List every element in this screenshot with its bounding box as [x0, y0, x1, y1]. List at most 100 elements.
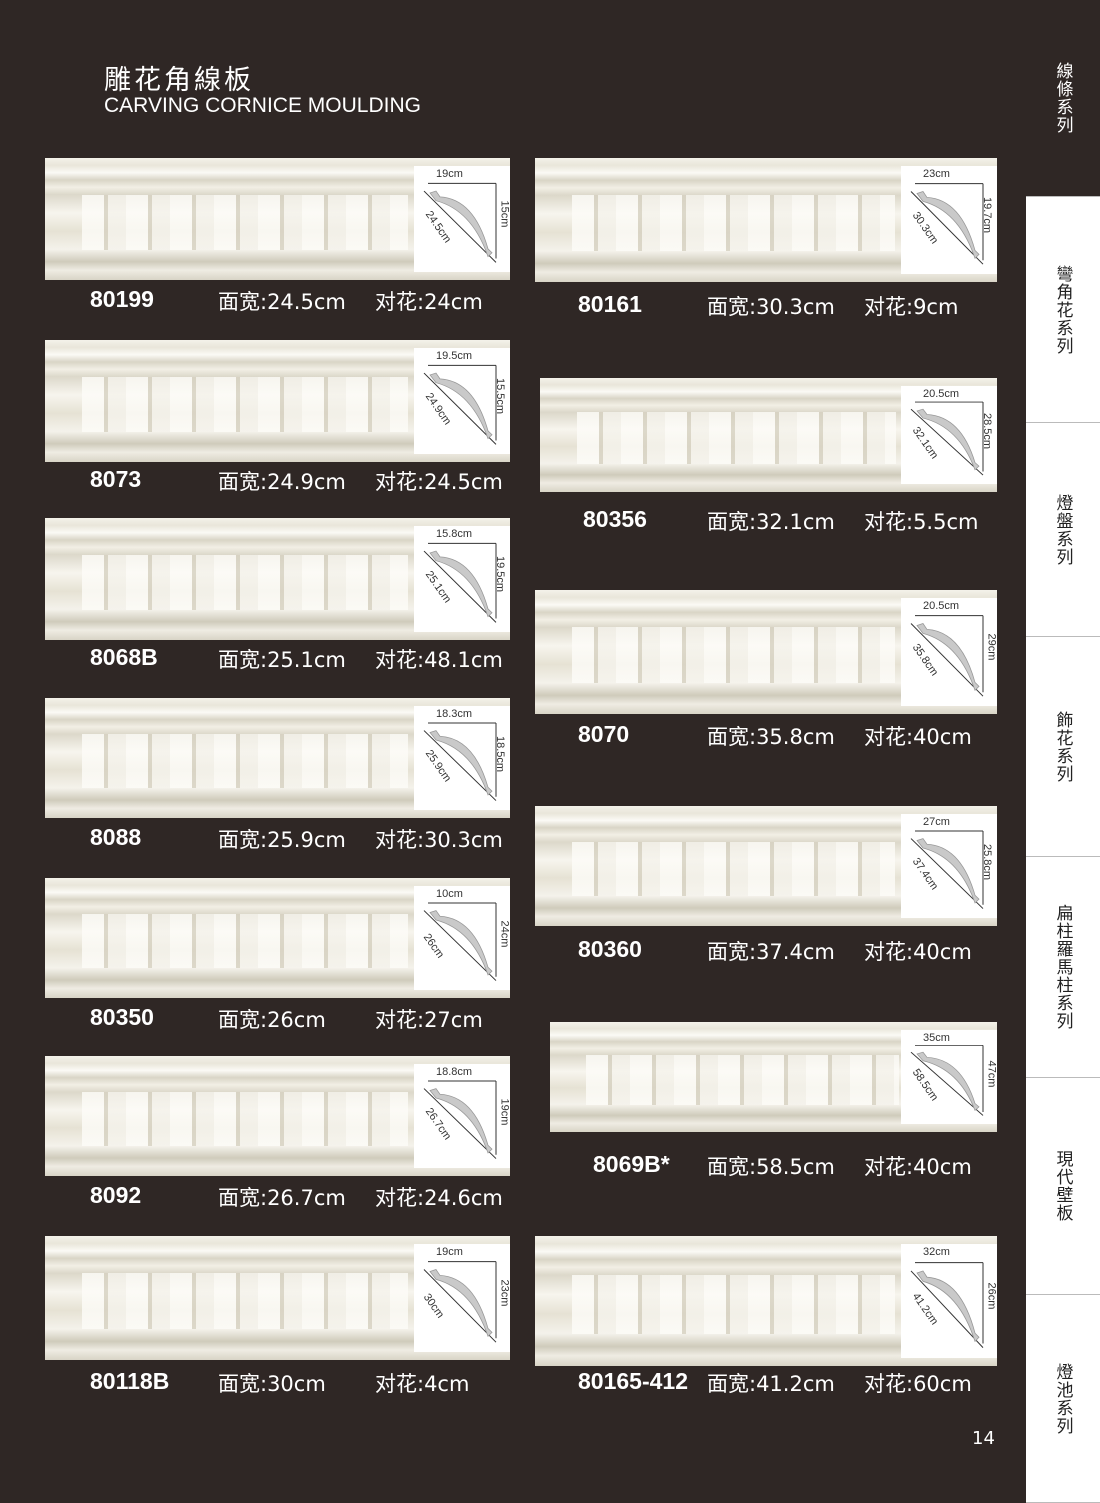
profile-height: 18.5cm	[493, 735, 506, 772]
product-card: 32cm 26cm 41.2cm 80165-412 面宽:41.2cm 对花:…	[535, 1236, 998, 1412]
profile-diagram: 20.5cm 29cm 35.8cm	[901, 598, 998, 706]
sidebar-tab-label: 燈池系列	[1052, 1362, 1073, 1435]
profile-drawing	[423, 364, 497, 445]
product-code: 8088	[90, 824, 142, 850]
profile-height: 15.5cm	[493, 378, 506, 415]
profile-height: 25.8cm	[980, 843, 993, 880]
pattern-repeat-label: 对花:5.5cm	[864, 510, 979, 534]
profile-width: 15.8cm	[436, 528, 473, 540]
product-card: 15.8cm 19.5cm 25.1cm 8068B 面宽:25.1cm 对花:…	[45, 518, 510, 688]
ornament-pattern	[82, 1092, 408, 1146]
profile-width: 20.5cm	[923, 600, 960, 612]
moulding-photo: 18.3cm 18.5cm 25.9cm	[45, 698, 510, 818]
sidebar-tab-label: 彎角花系列	[1052, 264, 1073, 355]
profile-diagram: 19cm 15cm 24.5cm	[414, 166, 511, 272]
profile-width: 18.8cm	[436, 1066, 473, 1078]
profile-height: 19.7cm	[980, 197, 993, 234]
product-code: 8069B*	[593, 1151, 670, 1177]
sidebar-tab[interactable]: 線條系列	[1026, 0, 1100, 197]
profile-height: 19.5cm	[493, 556, 506, 593]
profile-drawing	[910, 615, 984, 697]
moulding-photo: 23cm 19.7cm 30.3cm	[535, 158, 997, 282]
sidebar-tab[interactable]: 彎角花系列	[1026, 197, 1100, 423]
profile-height: 24cm	[498, 920, 511, 948]
moulding-photo: 19cm 23cm 30cm	[45, 1236, 511, 1360]
product-card: 35cm 47cm 58.5cm 8069B* 面宽:58.5cm 对花:40c…	[550, 1022, 998, 1195]
profile-height: 15cm	[498, 200, 511, 228]
moulding-photo: 19.5cm 15.5cm 24.9cm	[45, 340, 510, 462]
profile-height: 28.5cm	[980, 413, 993, 450]
sidebar-tab-label: 燈盤系列	[1052, 493, 1073, 566]
profile-height: 26cm	[985, 1282, 998, 1310]
sidebar-tab[interactable]: 扁柱羅馬柱系列	[1026, 857, 1100, 1078]
product-code: 8070	[578, 721, 630, 747]
face-width-label: 面宽:25.1cm	[218, 648, 346, 672]
profile-width: 19cm	[436, 168, 463, 180]
profile-width: 23cm	[923, 168, 950, 180]
ornament-pattern	[82, 914, 408, 968]
sidebar-tab[interactable]: 飾花系列	[1026, 637, 1100, 857]
pattern-repeat-label: 对花:60cm	[864, 1372, 972, 1396]
moulding-photo: 19cm 15cm 24.5cm	[45, 158, 511, 280]
profile-diagram: 19.5cm 15.5cm 24.9cm	[414, 348, 510, 454]
product-card: 19cm 23cm 30cm 80118B 面宽:30cm 对花:4cm	[45, 1236, 511, 1412]
sidebar-tab-label: 現代壁板	[1052, 1150, 1073, 1222]
profile-drawing	[910, 830, 984, 909]
ornament-pattern	[571, 1275, 896, 1334]
product-card: 18.8cm 19cm 26.7cm 8092 面宽:26.7cm 对花:24.…	[45, 1056, 511, 1226]
moulding-photo: 10cm 24cm 26cm	[45, 878, 511, 998]
profile-width: 20.5cm	[923, 388, 960, 400]
pattern-repeat-label: 对花:27cm	[375, 1008, 483, 1032]
pattern-repeat-label: 对花:24.6cm	[375, 1186, 503, 1210]
pattern-repeat-label: 对花:48.1cm	[375, 648, 503, 672]
moulding-photo: 27cm 25.8cm 37.4cm	[535, 806, 997, 926]
sidebar-tab[interactable]: 燈盤系列	[1026, 423, 1100, 637]
profile-width: 32cm	[923, 1246, 950, 1258]
profile-drawing	[910, 1262, 984, 1348]
moulding-photo: 18.8cm 19cm 26.7cm	[45, 1056, 511, 1176]
face-width-label: 面宽:30.3cm	[707, 295, 835, 319]
profile-height: 19cm	[498, 1098, 511, 1126]
ornament-pattern	[576, 412, 897, 464]
face-width-label: 面宽:24.5cm	[218, 290, 346, 314]
catalog-page: 雕花角線板 CARVING CORNICE MOULDING 19cm 15cm…	[45, 65, 998, 1449]
pattern-repeat-label: 对花:30.3cm	[375, 828, 503, 852]
profile-diagram: 27cm 25.8cm 37.4cm	[901, 814, 997, 918]
profile-drawing	[423, 722, 497, 801]
face-width-label: 面宽:32.1cm	[707, 510, 835, 534]
moulding-photo: 20.5cm 28.5cm 32.1cm	[540, 378, 997, 492]
page-title-chinese: 雕花角線板	[104, 65, 254, 96]
profile-drawing	[423, 1261, 497, 1343]
product-card: 20.5cm 29cm 35.8cm 8070 面宽:35.8cm 对花:40c…	[535, 590, 998, 765]
product-code: 8092	[90, 1182, 142, 1208]
product-code: 80350	[90, 1004, 154, 1030]
profile-height: 23cm	[498, 1279, 511, 1307]
profile-diagram: 20.5cm 28.5cm 32.1cm	[901, 386, 997, 484]
product-card: 19cm 15cm 24.5cm 80199 面宽:24.5cm 对花:24cm	[45, 158, 511, 330]
ornament-pattern	[585, 1055, 899, 1105]
face-width-label: 面宽:25.9cm	[218, 828, 346, 852]
product-code: 8068B	[90, 644, 158, 670]
sidebar-tab[interactable]: 燈池系列	[1026, 1295, 1100, 1503]
face-width-label: 面宽:26.7cm	[218, 1186, 346, 1210]
profile-diagram: 32cm 26cm 41.2cm	[901, 1244, 998, 1358]
sidebar-tab[interactable]: 現代壁板	[1026, 1078, 1100, 1295]
profile-width: 10cm	[436, 888, 463, 900]
moulding-photo: 15.8cm 19.5cm 25.1cm	[45, 518, 510, 640]
ornament-pattern	[571, 842, 896, 896]
pattern-repeat-label: 对花:40cm	[864, 1155, 972, 1179]
profile-width: 19cm	[436, 1246, 463, 1258]
ornament-pattern	[571, 627, 896, 683]
product-card: 23cm 19.7cm 30.3cm 80161 面宽:30.3cm 对花:9c…	[535, 158, 997, 335]
profile-width: 27cm	[923, 816, 950, 828]
pattern-repeat-label: 对花:40cm	[864, 725, 972, 749]
pattern-repeat-label: 对花:40cm	[864, 940, 972, 964]
profile-width: 35cm	[923, 1032, 950, 1044]
profile-diagram: 19cm 23cm 30cm	[414, 1244, 511, 1352]
pattern-repeat-label: 对花:24cm	[375, 290, 483, 314]
ornament-pattern	[571, 195, 896, 251]
sidebar-tab-label: 飾花系列	[1052, 710, 1073, 783]
page-number: 14	[972, 1428, 995, 1449]
face-width-label: 面宽:26cm	[218, 1008, 326, 1032]
moulding-photo: 35cm 47cm 58.5cm	[550, 1022, 998, 1132]
